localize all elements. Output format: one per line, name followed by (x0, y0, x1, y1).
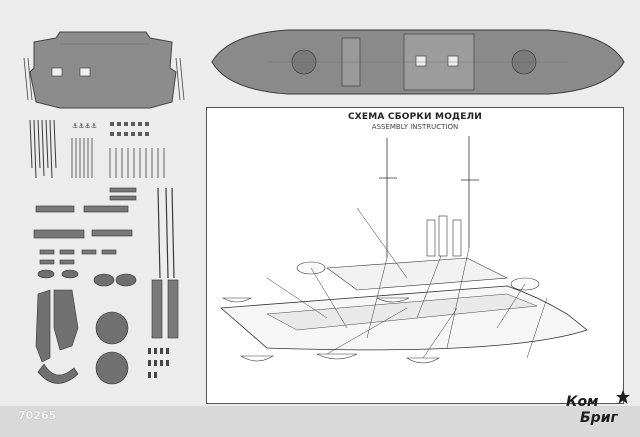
long-mast-parts (157, 187, 175, 279)
hull-plan-view (211, 29, 625, 95)
parts-fret: ⚓⚓⚓⚓ (23, 31, 185, 385)
assembly-title-ru: СХЕМА СБОРКИ МОДЕЛИ (347, 112, 483, 122)
turret-parts (37, 269, 137, 287)
mast-parts (29, 119, 57, 179)
deck-part (29, 31, 177, 109)
star-icon (616, 390, 630, 404)
boat-parts (33, 187, 137, 265)
kombrig-logo: Ком Бриг (560, 388, 634, 434)
superstructure-parts (35, 289, 129, 385)
small-fittings: ⚓⚓⚓⚓ (72, 122, 149, 136)
small-pin-parts (148, 348, 169, 378)
kit-number: 70265 (18, 409, 57, 422)
funnel-parts (151, 279, 179, 339)
assembly-title-en: ASSEMBLY INSTRUCTION (371, 123, 459, 131)
exploded-assembly-drawing (220, 136, 588, 364)
brand-line1: Ком (566, 394, 599, 410)
assembly-instruction-panel: СХЕМА СБОРКИ МОДЕЛИ ASSEMBLY INSTRUCTION (206, 107, 624, 404)
bottom-band (0, 406, 640, 437)
rail-parts (23, 57, 185, 101)
strut-parts (71, 138, 165, 178)
svg-text:⚓⚓⚓⚓: ⚓⚓⚓⚓ (72, 122, 97, 130)
brand-line2: Бриг (580, 410, 618, 426)
